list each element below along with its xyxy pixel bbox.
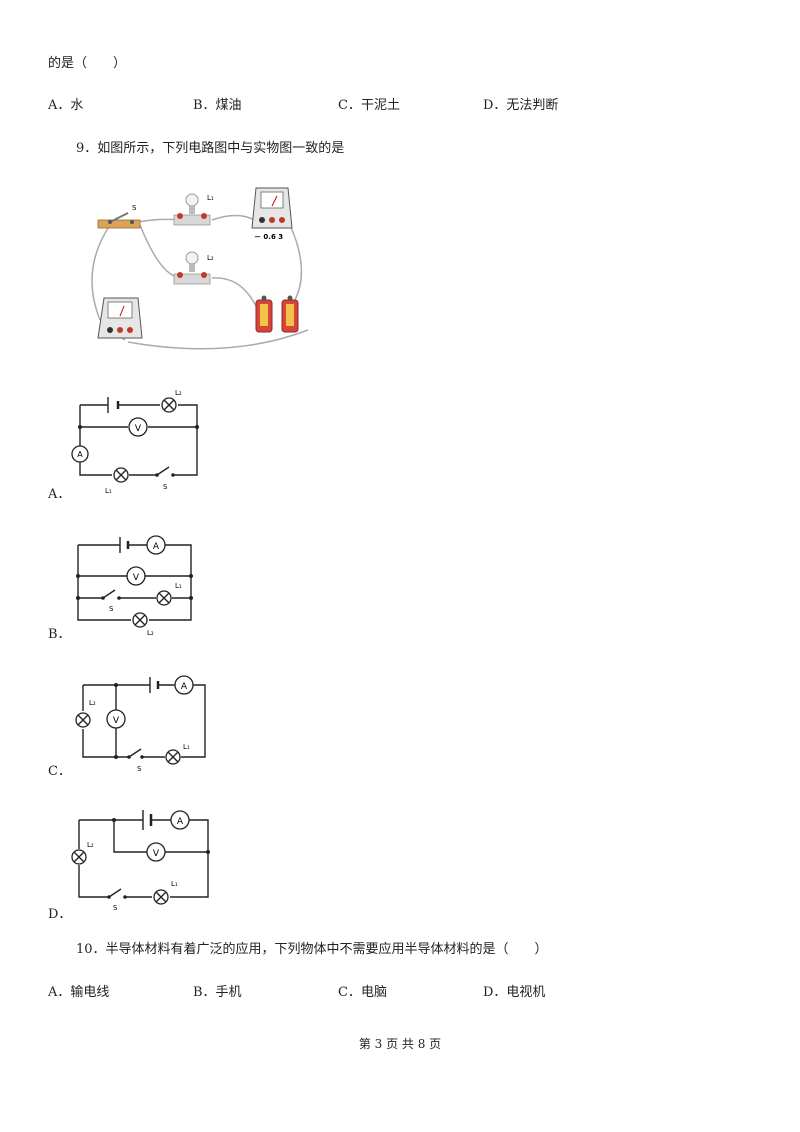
symbol-v: V [153, 849, 160, 859]
q9-option-d-label: D． [48, 907, 72, 922]
q8-option-b: B．煤油 [193, 98, 242, 113]
symbol-a: A [177, 817, 184, 827]
q8-tail: 的是（ ） [48, 56, 127, 71]
ammeter-symbol [170, 810, 190, 830]
label-l1: L₁ [171, 880, 178, 888]
symbol-v: V [133, 573, 140, 583]
circuit-diagram-a: V A L₂ L₁ S [65, 385, 215, 495]
photo-label-l1: L₁ [207, 194, 214, 202]
label-s: S [113, 904, 118, 910]
voltmeter-symbol [106, 709, 126, 729]
q9-option-c-label: C． [48, 764, 71, 779]
label-s: S [163, 483, 168, 491]
q9-option-b-label: B． [48, 627, 71, 642]
q10-option-b: B．手机 [193, 985, 242, 1000]
symbol-a: A [181, 682, 188, 692]
voltmeter-symbol [126, 566, 146, 586]
voltmeter-symbol [146, 842, 166, 862]
battery-pack-photo [255, 295, 299, 333]
q10-stem: 10．半导体材料有着广泛的应用，下列物体中不需要应用半导体材料的是（ ） [76, 942, 548, 957]
switch-photo [97, 212, 141, 229]
q10-option-c: C．电脑 [338, 985, 387, 1000]
page-footer: 第 3 页 共 8 页 [358, 1037, 442, 1051]
ammeter-photo [251, 187, 293, 229]
label-l1: L₁ [183, 743, 190, 751]
photo-label-l2: L₂ [207, 254, 214, 262]
q8-option-c: C．干泥土 [338, 98, 400, 113]
voltmeter-photo [97, 297, 143, 339]
ammeter-symbol [146, 535, 166, 555]
label-l2: L₂ [89, 699, 96, 707]
ammeter-symbol [174, 675, 194, 695]
q8-option-a: A．水 [48, 98, 84, 113]
label-l2: L₂ [87, 841, 94, 849]
photo-label-scale: － 0.6 3 [254, 233, 283, 241]
q9-option-a-label: A． [48, 487, 71, 502]
bulb-l1-photo [173, 193, 211, 226]
symbol-v: V [113, 716, 120, 726]
bulb-l2-photo [173, 251, 211, 285]
ammeter-symbol [71, 445, 89, 463]
q8-option-d: D．无法判断 [483, 98, 559, 113]
q10-option-d: D．电视机 [483, 985, 546, 1000]
q9-stem: 9．如图所示，下列电路图中与实物图一致的是 [76, 141, 345, 156]
q10-option-a: A．输电线 [48, 985, 110, 1000]
label-l2: L₂ [147, 629, 154, 637]
label-l1: L₁ [105, 487, 112, 495]
circuit-diagram-d: A V L₂ L₁ S [65, 800, 215, 910]
label-s: S [137, 765, 142, 773]
symbol-a: A [153, 542, 160, 552]
photo-label-s: S [132, 204, 137, 212]
circuit-diagram-b: A V L₁ S L₂ [65, 525, 215, 640]
circuit-diagram-c: A V L₂ L₁ S [65, 665, 215, 775]
label-l1: L₁ [175, 582, 182, 590]
symbol-v: V [135, 424, 142, 434]
label-s: S [109, 605, 114, 613]
label-l2: L₂ [175, 389, 182, 397]
symbol-a: A [77, 450, 83, 459]
voltmeter-symbol [128, 417, 148, 437]
q9-physical-circuit-figure: S L₁ L₂ － 0.6 3 [80, 180, 340, 360]
